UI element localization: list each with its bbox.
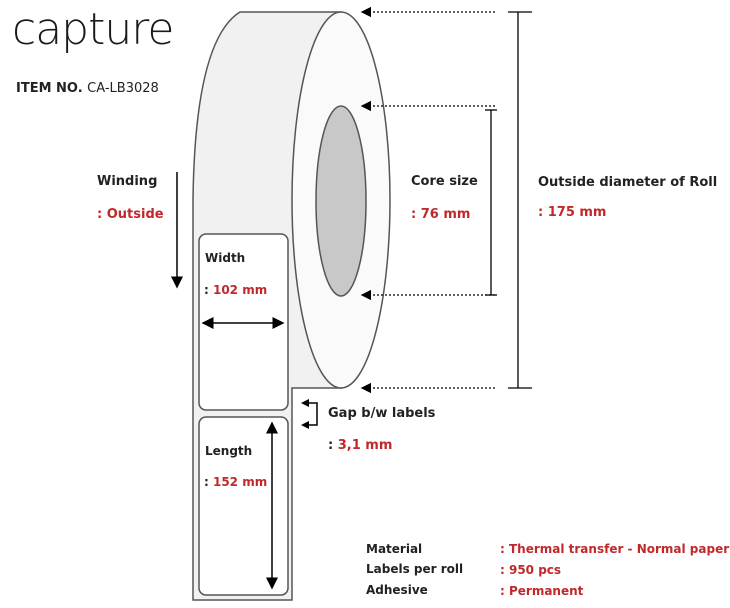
width-label: Width xyxy=(205,251,246,265)
gap-value-text: 3,1 mm xyxy=(337,438,393,453)
spec-label-material: Material xyxy=(366,542,423,556)
spec-label-labels-per-roll: Labels per roll xyxy=(366,562,464,576)
dimension-lines xyxy=(485,11,532,389)
spec-value-labels-per-roll: : 950 pcs xyxy=(500,563,562,577)
length-value-text: 152 mm xyxy=(212,475,268,489)
item-value: CA-LB3028 xyxy=(87,81,159,96)
outside-diameter-value: : 175 mm xyxy=(538,205,607,220)
width-value-text: 102 mm xyxy=(212,283,268,297)
gap-bracket xyxy=(303,402,318,426)
label-2 xyxy=(198,416,289,596)
winding-value: : Outside xyxy=(97,207,164,222)
width-value: : 102 mm xyxy=(204,283,268,297)
outside-diameter-label: Outside diameter of Roll xyxy=(538,175,718,190)
roll-core xyxy=(315,105,367,297)
spec-value-adhesive: : Permanent xyxy=(500,584,584,598)
spec-value-material: : Thermal transfer - Normal paper xyxy=(500,542,730,556)
spec-label-adhesive: Adhesive xyxy=(366,583,428,597)
item-number: ITEM NO. CA-LB3028 xyxy=(16,81,159,96)
item-label: ITEM NO. xyxy=(16,81,83,96)
gap-value: : 3,1 mm xyxy=(328,438,393,453)
gap-label: Gap b/w labels xyxy=(328,406,436,421)
winding-label: Winding xyxy=(97,174,158,189)
core-value: : 76 mm xyxy=(411,207,471,222)
core-label: Core size xyxy=(411,174,478,189)
length-label: Length xyxy=(205,444,253,458)
capture-logo: capture xyxy=(12,4,174,55)
length-value: : 152 mm xyxy=(204,475,268,489)
